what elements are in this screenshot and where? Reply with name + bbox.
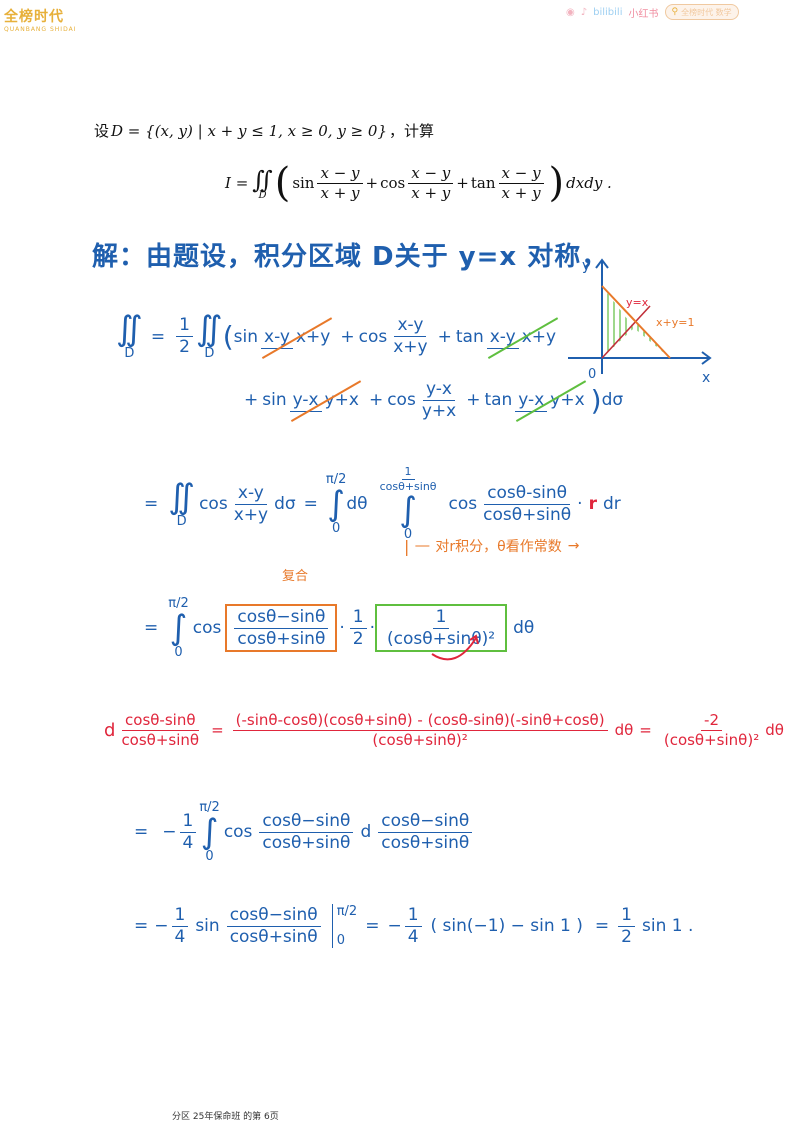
red-curved-arrow (431, 634, 479, 661)
origin-label: 0 (588, 367, 596, 382)
line-x-plus-y-eq-1 (601, 285, 671, 359)
problem-suffix: ，计算 (389, 122, 435, 140)
plus-sign: + (365, 174, 379, 192)
search-text: 全榜时代 数学 (681, 7, 732, 17)
composite-label: 复合 (282, 569, 309, 584)
page-footer: 分区 25年保命班 的第 6页 (172, 1112, 279, 1122)
problem-line1: 设 D = {(x, y) | x + y ≤ 1, x ≥ 0, y ≥ 0}… (94, 120, 434, 141)
line-y-eq-x (601, 305, 651, 359)
tiktok-icon[interactable]: ♪ (580, 6, 588, 18)
xiaohongshu-link[interactable]: 小红书 (628, 8, 659, 20)
sin-term: sin (292, 174, 315, 192)
integral-tail: dxdy . (566, 174, 612, 192)
plus-sign: + (456, 174, 469, 192)
bilibili-link[interactable]: bilibili (593, 6, 623, 18)
region-graph: y x 0 y=x x+y=1 (568, 258, 712, 386)
logo-sub: QUANBANG SHIDAI (4, 26, 77, 33)
search-box[interactable]: ⚲ 全榜时代 数学 (664, 4, 739, 20)
social-bar: ◉ ♪ bilibili 小红书 ⚲ 全榜时代 数学 (566, 4, 739, 20)
problem-set: D = {(x, y) | x + y ≤ 1, x ≥ 0, y ≥ 0} (111, 121, 387, 140)
logo-text: 全榜时代 (4, 9, 64, 25)
weibo-icon[interactable]: ◉ (566, 6, 575, 18)
integral-lhs: I = (225, 174, 249, 192)
y-axis-label: y (582, 258, 590, 274)
yx-label: y=x (626, 296, 649, 309)
search-icon: ⚲ (671, 7, 679, 17)
cos-term: cos (380, 174, 406, 192)
logo: 全榜时代 QUANBANG SHIDAI (4, 6, 76, 33)
problem-prefix: 设 (94, 122, 110, 140)
green-box: 1(cosθ+sinθ)² (375, 603, 508, 653)
orange-note: | ― 对r积分，θ看作常数 → (404, 536, 580, 556)
integral-region: D (258, 189, 267, 201)
x-axis-label: x (702, 370, 710, 386)
sum-label: x+y=1 (656, 316, 694, 329)
hatch-left (607, 286, 633, 358)
orange-note-text: 对r积分，θ看作常数 (435, 539, 562, 555)
double-integral-sign: ∬ (252, 165, 273, 194)
solution-intro: 解：由题设，积分区域 D关于 y=x 对称， (92, 242, 609, 272)
tan-term: tan (470, 174, 496, 192)
